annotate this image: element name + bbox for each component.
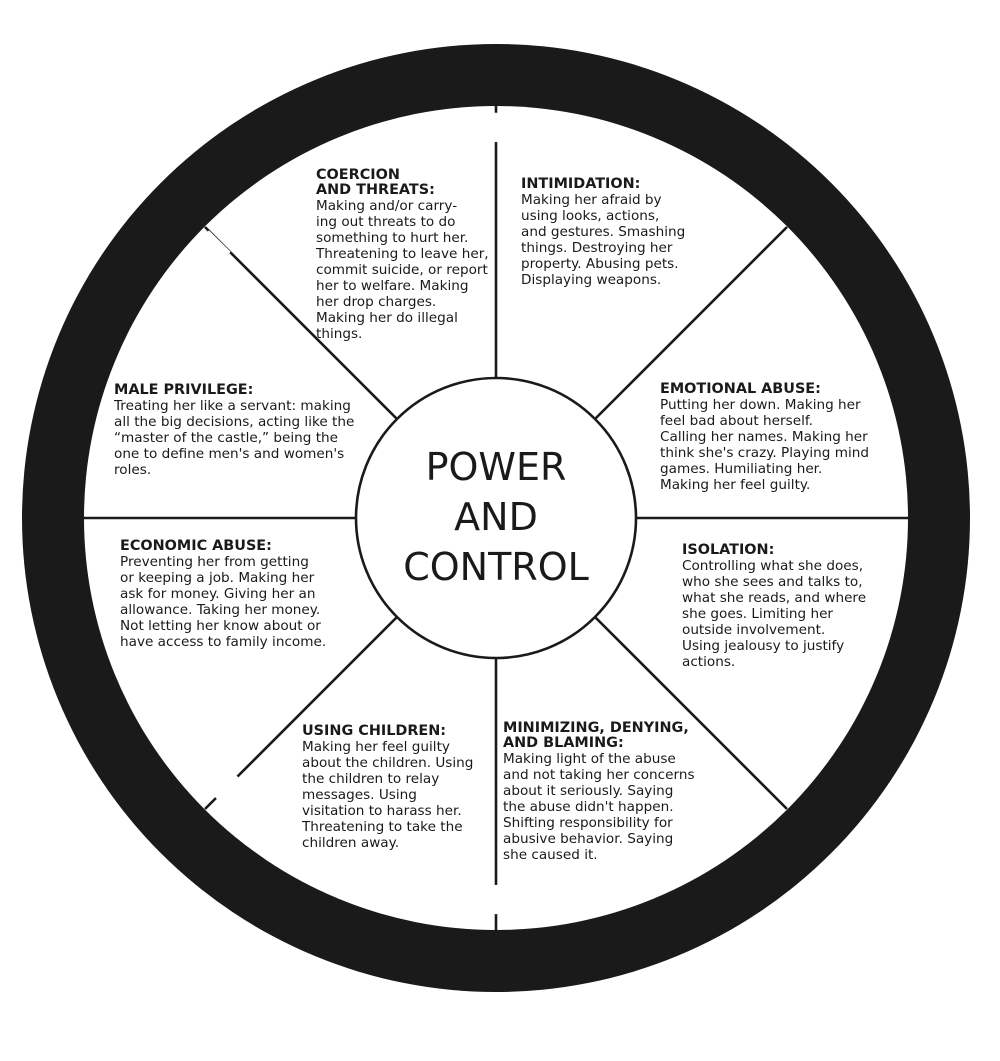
section-using-children: USING CHILDREN: Making her feel guilty a… [302,723,492,852]
section-coercion-and-threats: COERCION AND THREATS: Making and/or carr… [316,167,506,343]
section-male-privilege: MALE PRIVILEGE: Treating her like a serv… [114,382,364,479]
section-body: Making her afraid by using looks, action… [521,192,686,288]
hub-line-3: CONTROL [403,545,589,589]
section-title: ISOLATION: [682,542,775,558]
spoke-lower-left [204,616,398,810]
spoke-upper-right [594,226,788,420]
hub-circle [354,376,638,660]
section-body: Controlling what she does, who she sees … [682,558,867,670]
section-economic-abuse: ECONOMIC ABUSE: Preventing her from gett… [120,538,355,651]
section-emotional-abuse: EMOTIONAL ABUSE: Putting her down. Makin… [660,381,900,494]
section-title: MALE PRIVILEGE: [114,382,254,398]
section-title: MINIMIZING, DENYING, AND BLAMING: [503,720,689,751]
hub-line-2: AND [454,495,538,539]
section-body: Making light of the abuse and not taking… [503,751,695,863]
section-body: Making her feel guilty about the childre… [302,739,474,851]
spoke-upper-left [204,226,398,420]
section-body: Making and/or carry- ing out threats to … [316,198,489,342]
section-title: ECONOMIC ABUSE: [120,538,272,554]
section-body: Treating her like a servant: making all … [114,398,355,478]
section-intimidation: INTIMIDATION: Making her afraid by using… [521,176,711,289]
section-title: COERCION AND THREATS: [316,167,435,198]
hub-line-1: POWER [426,445,567,489]
section-body: Putting her down. Making her feel bad ab… [660,397,869,493]
section-title: USING CHILDREN: [302,723,447,739]
section-minimizing-denying-blaming: MINIMIZING, DENYING, AND BLAMING: Making… [503,720,713,864]
spoke-lower-right [594,616,788,810]
section-isolation: ISOLATION: Controlling what she does, wh… [682,542,897,671]
section-body: Preventing her from getting or keeping a… [120,554,327,650]
section-title: INTIMIDATION: [521,176,641,192]
section-title: EMOTIONAL ABUSE: [660,381,821,397]
